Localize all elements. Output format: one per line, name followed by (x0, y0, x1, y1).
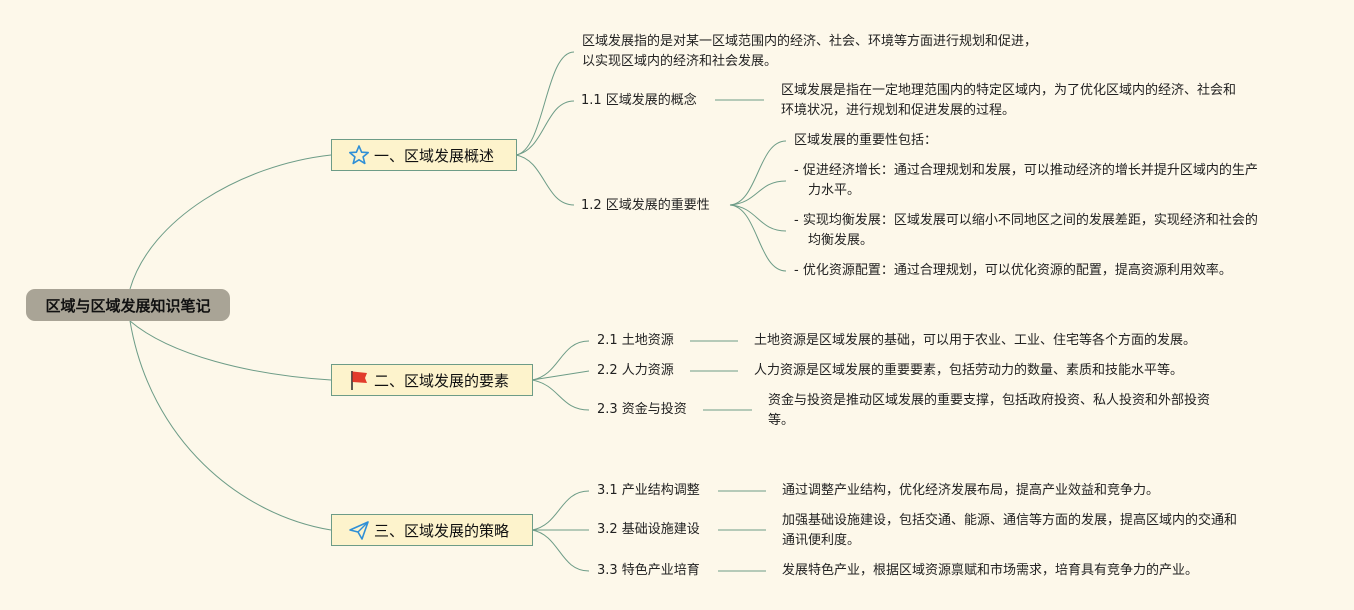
importance-point-1: 区域发展的重要性包括： (794, 133, 938, 148)
topic-2-3-text-line-2: 等。 (768, 413, 795, 428)
connector-t12-p4 (729, 204, 787, 272)
topic-3-2-text-line-2: 通讯便利度。 (782, 533, 861, 548)
overview-intro-line-1: 区域发展指的是对某一区域范围内的经济、社会、环境等方面进行规划和促进， (582, 34, 1038, 49)
topic-2-3[interactable]: 2.3 资金与投资 (597, 402, 687, 417)
connector-t12-p2 (729, 180, 787, 206)
topic-1-1-text-line-2: 环境状况，进行规划和促进发展的过程。 (781, 103, 1016, 118)
branch-topic-overview[interactable]: 一、区域发展概述 (331, 139, 517, 171)
topic-2-2-text: 人力资源是区域发展的重要要素，包括劳动力的数量、素质和技能水平等。 (754, 363, 1184, 378)
connector-b1-t1 (515, 100, 575, 156)
red-flag-icon (348, 369, 370, 391)
branch-topic-elements[interactable]: 二、区域发展的要素 (331, 364, 533, 396)
importance-point-3-line-2: 均衡发展。 (808, 233, 874, 248)
connector-b1-intro (515, 51, 575, 156)
connector-t12-p3 (729, 204, 787, 232)
connector-b2-t3 (531, 379, 590, 411)
branch-topic-strategies[interactable]: 三、区域发展的策略 (331, 514, 533, 546)
paper-plane-icon (348, 519, 370, 541)
topic-2-1-text: 土地资源是区域发展的基础，可以用于农业、工业、住宅等各个方面的发展。 (754, 333, 1197, 348)
connector-root-branch-1 (129, 154, 332, 290)
connector-b3-t3 (531, 529, 590, 572)
topic-3-2[interactable]: 3.2 基础设施建设 (597, 522, 700, 537)
branch-title: 一、区域发展概述 (374, 146, 495, 165)
connector-root-branch-3 (129, 320, 332, 531)
topic-2-1[interactable]: 2.1 土地资源 (597, 333, 674, 348)
topic-3-3[interactable]: 3.3 特色产业培育 (597, 563, 700, 578)
topic-3-2-text-line-1: 加强基础设施建设，包括交通、能源、通信等方面的发展，提高区域内的交通和 (782, 513, 1238, 528)
topic-2-2[interactable]: 2.2 人力资源 (597, 363, 674, 378)
branch-title: 三、区域发展的策略 (374, 521, 510, 540)
branch-title: 二、区域发展的要素 (374, 371, 510, 390)
topic-1-1-text-line-1: 区域发展是指在一定地理范围内的特定区域内，为了优化区域内的经济、社会和 (781, 83, 1237, 98)
topic-2-3-text-line-1: 资金与投资是推动区域发展的重要支撑，包括政府投资、私人投资和外部投资 (768, 393, 1211, 408)
topic-3-1-text: 通过调整产业结构，优化经济发展布局，提高产业效益和竞争力。 (782, 483, 1160, 498)
topic-1-2[interactable]: 1.2 区域发展的重要性 (581, 198, 710, 213)
root-topic[interactable]: 区域与区域发展知识笔记 (26, 289, 230, 321)
connector-t12-p1 (729, 140, 787, 206)
connector-b2-t1 (531, 340, 590, 381)
topic-1-1[interactable]: 1.1 区域发展的概念 (581, 93, 697, 108)
importance-point-2-line-2: 力水平。 (808, 183, 861, 198)
importance-point-3-line-1: - 实现均衡发展：区域发展可以缩小不同地区之间的发展差距，实现经济和社会的 (794, 213, 1258, 228)
connector-b2-t2 (531, 370, 590, 381)
topic-3-3-text: 发展特色产业，根据区域资源禀赋和市场需求，培育具有竞争力的产业。 (782, 563, 1199, 578)
importance-point-4: - 优化资源配置：通过合理规划，可以优化资源的配置，提高资源利用效率。 (794, 263, 1232, 278)
connector-root-branch-2 (129, 320, 332, 381)
overview-intro-line-2: 以实现区域内的经济和社会发展。 (582, 54, 778, 69)
star-icon (348, 144, 370, 166)
connector-b3-t1 (531, 490, 590, 531)
connector-b1-t2 (515, 154, 575, 206)
topic-3-1[interactable]: 3.1 产业结构调整 (597, 483, 700, 498)
importance-point-2-line-1: - 促进经济增长：通过合理规划和发展，可以推动经济的增长并提升区域内的生产 (794, 163, 1258, 178)
